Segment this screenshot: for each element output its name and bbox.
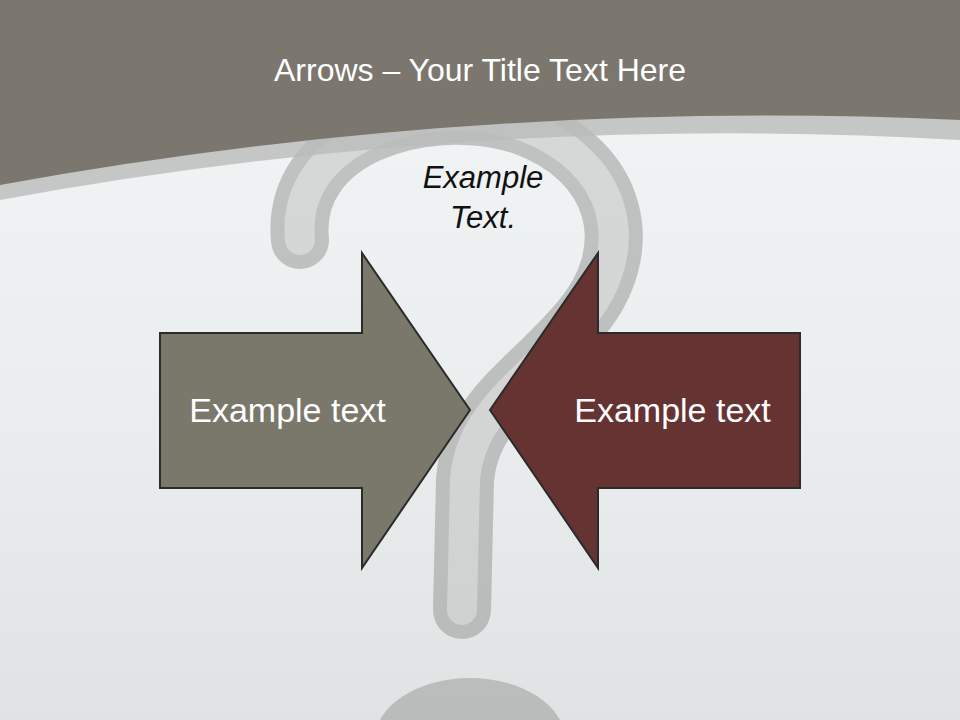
arrow-shape: Example text <box>160 253 470 568</box>
note-text: Example Text. <box>400 158 566 239</box>
arrow-fill <box>490 253 800 568</box>
arrow-label: Example text <box>565 388 780 432</box>
arrow-label: Example text <box>180 388 395 432</box>
arrow-shape: Example text <box>490 253 800 568</box>
slide-title: Arrows – Your Title Text Here <box>0 52 960 89</box>
arrow-fill <box>160 253 470 568</box>
header-band <box>0 0 960 185</box>
